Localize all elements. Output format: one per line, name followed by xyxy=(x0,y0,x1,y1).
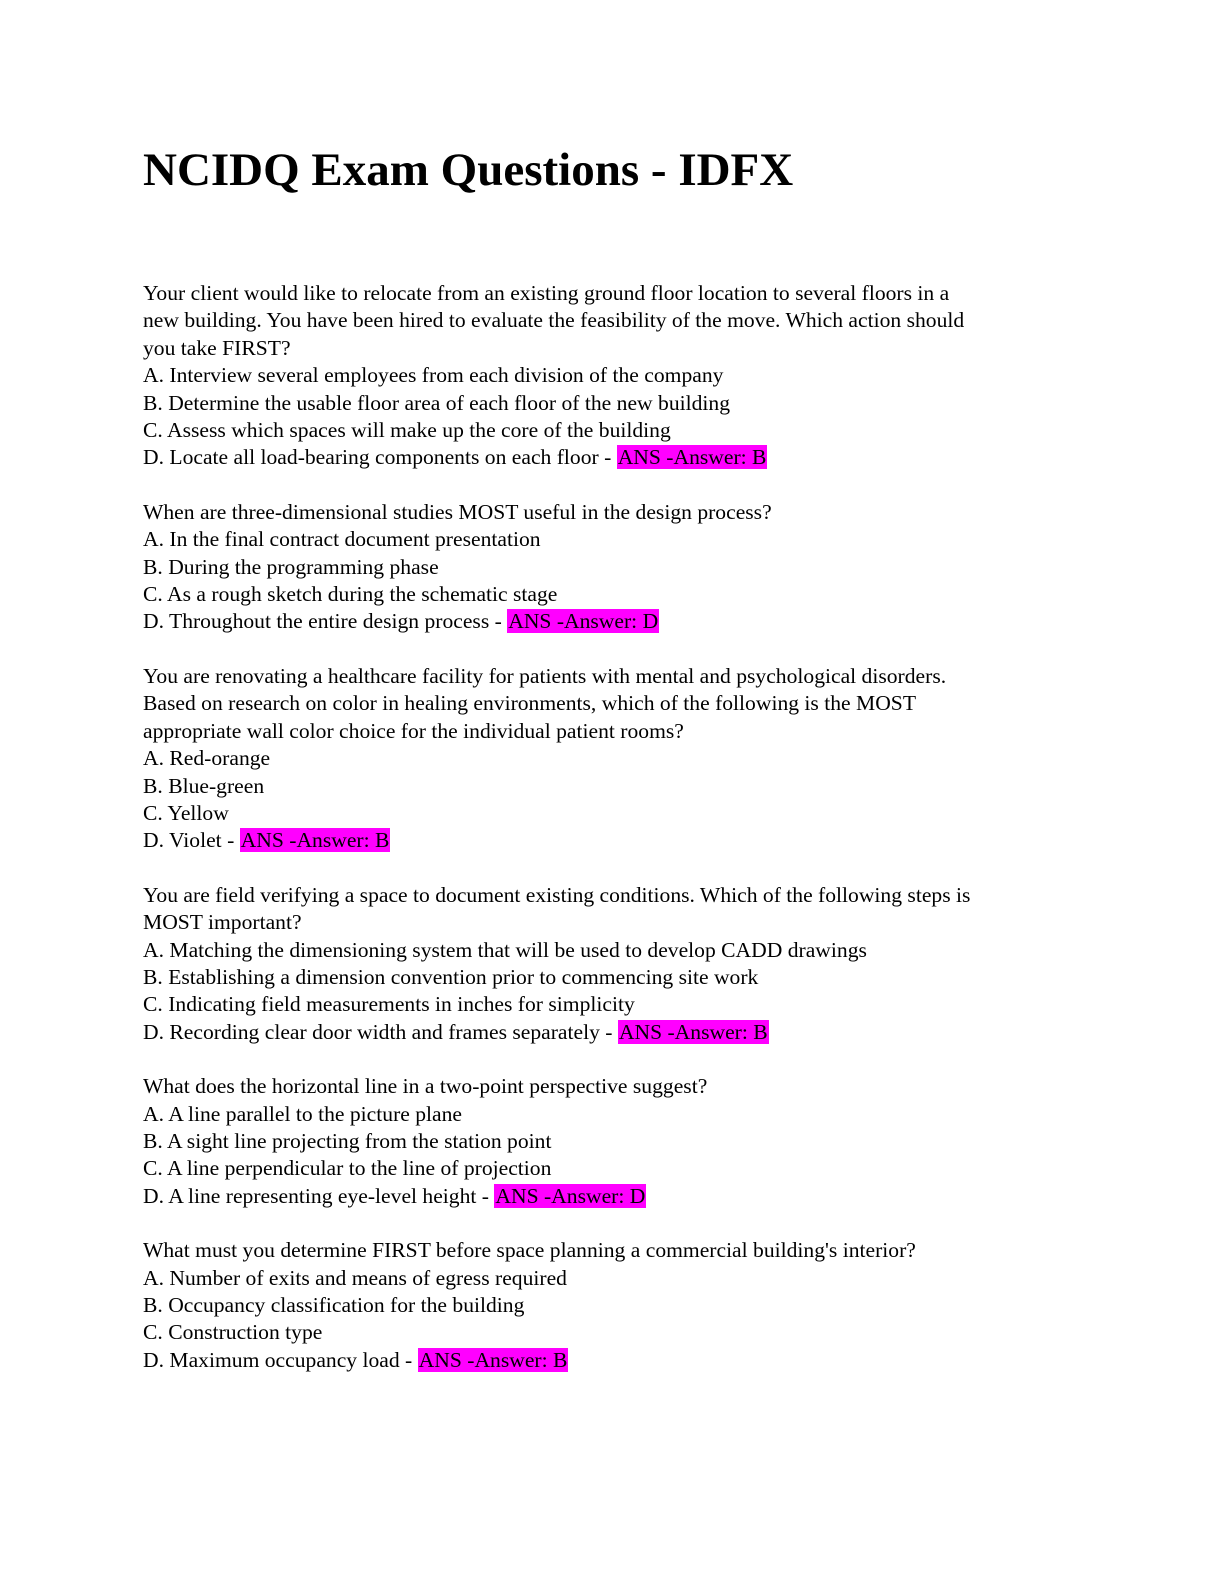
answer-option: A. In the final contract document presen… xyxy=(143,526,1103,553)
option-text: C. Assess which spaces will make up the … xyxy=(143,418,671,443)
question-list: Your client would like to relocate from … xyxy=(143,280,1103,1401)
answer-highlight: ANS -Answer: B xyxy=(616,445,768,470)
option-text: C. As a rough sketch during the schemati… xyxy=(143,582,558,607)
question-stem-line: You are field verifying a space to docum… xyxy=(143,882,971,907)
answer-highlight: ANS -Answer: B xyxy=(417,1347,569,1372)
question-stem-line: When are three-dimensional studies MOST … xyxy=(143,499,772,524)
option-text: B. A sight line projecting from the stat… xyxy=(143,1128,552,1153)
question-block: When are three-dimensional studies MOST … xyxy=(143,499,1103,636)
answer-option: C. Yellow xyxy=(143,800,1103,827)
question-stem-line: What must you determine FIRST before spa… xyxy=(143,1238,916,1263)
question-block: What does the horizontal line in a two-p… xyxy=(143,1073,1103,1210)
option-text: D. Recording clear door width and frames… xyxy=(143,1019,618,1044)
answer-highlight: ANS -Answer: B xyxy=(617,1019,769,1044)
answer-option: D. Maximum occupancy load - ANS -Answer:… xyxy=(143,1347,1103,1374)
question-stem-line: You are renovating a healthcare facility… xyxy=(143,663,947,688)
answer-option: B. A sight line projecting from the stat… xyxy=(143,1128,1103,1155)
answer-highlight: ANS -Answer: D xyxy=(494,1183,647,1208)
answer-option: D. Locate all load-bearing components on… xyxy=(143,444,1103,471)
answer-option: A. Matching the dimensioning system that… xyxy=(143,937,1103,964)
option-text: A. A line parallel to the picture plane xyxy=(143,1101,463,1126)
answer-option: A. Red-orange xyxy=(143,745,1103,772)
answer-option: D. Recording clear door width and frames… xyxy=(143,1019,1103,1046)
answer-option: D. Violet - ANS -Answer: B xyxy=(143,827,1103,854)
question-stem-line: you take FIRST? xyxy=(143,335,291,360)
question-stem-line: MOST important? xyxy=(143,910,302,935)
option-text: B. During the programming phase xyxy=(143,554,439,579)
option-text: A. Red-orange xyxy=(143,746,271,771)
answer-option: A. Interview several employees from each… xyxy=(143,362,1103,389)
answer-option: D. Throughout the entire design process … xyxy=(143,608,1103,635)
answer-option: B. During the programming phase xyxy=(143,554,1103,581)
question-block: You are field verifying a space to docum… xyxy=(143,882,1103,1046)
answer-option: C. Construction type xyxy=(143,1319,1103,1346)
option-text: C. Yellow xyxy=(143,800,229,825)
option-text: A. Interview several employees from each… xyxy=(143,363,724,388)
answer-option: C. Assess which spaces will make up the … xyxy=(143,417,1103,444)
question-stem-line: appropriate wall color choice for the in… xyxy=(143,718,684,743)
option-text: D. Throughout the entire design process … xyxy=(143,609,508,634)
question-stem-line: Your client would like to relocate from … xyxy=(143,281,950,305)
option-text: D. Locate all load-bearing components on… xyxy=(143,445,617,470)
question-stem-line: Based on research on color in healing en… xyxy=(143,691,917,716)
option-text: D. A line representing eye-level height … xyxy=(143,1183,495,1208)
option-text: A. Number of exits and means of egress r… xyxy=(143,1265,567,1290)
answer-highlight: ANS -Answer: B xyxy=(239,828,391,853)
answer-option: C. Indicating field measurements in inch… xyxy=(143,991,1103,1018)
answer-option: C. A line perpendicular to the line of p… xyxy=(143,1155,1103,1182)
option-text: C. Indicating field measurements in inch… xyxy=(143,992,635,1017)
document-title: NCIDQ Exam Questions - IDFX xyxy=(143,144,794,196)
option-text: D. Maximum occupancy load - xyxy=(143,1347,418,1372)
answer-option: B. Determine the usable floor area of ea… xyxy=(143,390,1103,417)
question-block: You are renovating a healthcare facility… xyxy=(143,663,1103,855)
option-text: B. Blue-green xyxy=(143,773,265,798)
answer-option: B. Occupancy classification for the buil… xyxy=(143,1292,1103,1319)
question-stem-line: What does the horizontal line in a two-p… xyxy=(143,1074,708,1099)
answer-option: C. As a rough sketch during the schemati… xyxy=(143,581,1103,608)
option-text: A. In the final contract document presen… xyxy=(143,527,541,552)
answer-option: D. A line representing eye-level height … xyxy=(143,1183,1103,1210)
option-text: B. Establishing a dimension convention p… xyxy=(143,964,759,989)
answer-highlight: ANS -Answer: D xyxy=(507,609,660,634)
option-text: B. Occupancy classification for the buil… xyxy=(143,1293,525,1317)
answer-option: A. A line parallel to the picture plane xyxy=(143,1101,1103,1128)
question-block: What must you determine FIRST before spa… xyxy=(143,1237,1103,1374)
answer-option: B. Blue-green xyxy=(143,773,1103,800)
question-stem-line: new building. You have been hired to eva… xyxy=(143,308,965,333)
option-text: C. Construction type xyxy=(143,1320,323,1345)
option-text: C. A line perpendicular to the line of p… xyxy=(143,1156,552,1181)
option-text: D. Violet - xyxy=(143,828,240,853)
answer-option: B. Establishing a dimension convention p… xyxy=(143,964,1103,991)
option-text: B. Determine the usable floor area of ea… xyxy=(143,390,731,415)
option-text: A. Matching the dimensioning system that… xyxy=(143,937,867,962)
answer-option: A. Number of exits and means of egress r… xyxy=(143,1265,1103,1292)
question-block: Your client would like to relocate from … xyxy=(143,280,1103,472)
